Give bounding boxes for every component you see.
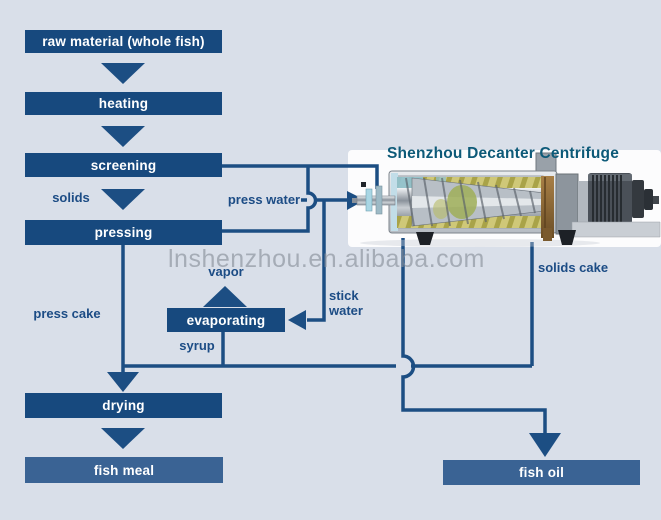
arrow-into-fish-oil bbox=[529, 433, 561, 457]
arrow-heating-to-screening bbox=[101, 126, 145, 147]
flow-box-drying: drying bbox=[25, 393, 222, 418]
flow-label-solids-cake: solids cake bbox=[538, 260, 609, 275]
flow-label-press-cake: press cake bbox=[33, 306, 101, 321]
flow-box-raw-material: raw material (whole fish) bbox=[25, 30, 222, 53]
flow-box-evaporating: evaporating bbox=[167, 308, 285, 332]
flow-label-vapor: vapor bbox=[208, 264, 244, 279]
flow-box-pressing: pressing bbox=[25, 220, 222, 245]
arrow-raw-to-heating bbox=[101, 63, 145, 84]
edge-stick-water bbox=[307, 201, 326, 322]
arrow-drying-to-fishmeal bbox=[101, 428, 145, 449]
flow-box-fish-meal: fish meal bbox=[25, 457, 223, 483]
edge-screening-to-pressing-bracket bbox=[222, 166, 318, 233]
arrow-stick-water bbox=[288, 310, 306, 330]
flow-label-solids: solids bbox=[52, 190, 90, 205]
centrifuge-title: Shenzhou Decanter Centrifuge bbox=[386, 145, 620, 162]
arrow-solids bbox=[101, 189, 145, 210]
flow-edges bbox=[121, 164, 547, 434]
arrow-into-drying bbox=[107, 372, 139, 392]
flow-label-stick-water: stick water bbox=[329, 288, 363, 318]
watermark-text: lnshenzhou.en.alibaba.com bbox=[168, 245, 485, 273]
flow-label-press-water: press water bbox=[227, 192, 301, 207]
flow-box-fish-oil: fish oil bbox=[443, 460, 640, 485]
flow-box-screening: screening bbox=[25, 153, 222, 177]
edge-fish-oil bbox=[401, 238, 547, 434]
edge-screening-to-centrifuge bbox=[222, 164, 379, 189]
decanter-centrifuge-image bbox=[352, 152, 661, 247]
flow-box-heating: heating bbox=[25, 92, 222, 115]
flow-label-syrup: syrup bbox=[179, 338, 215, 353]
arrow-vapor-up bbox=[203, 286, 247, 307]
